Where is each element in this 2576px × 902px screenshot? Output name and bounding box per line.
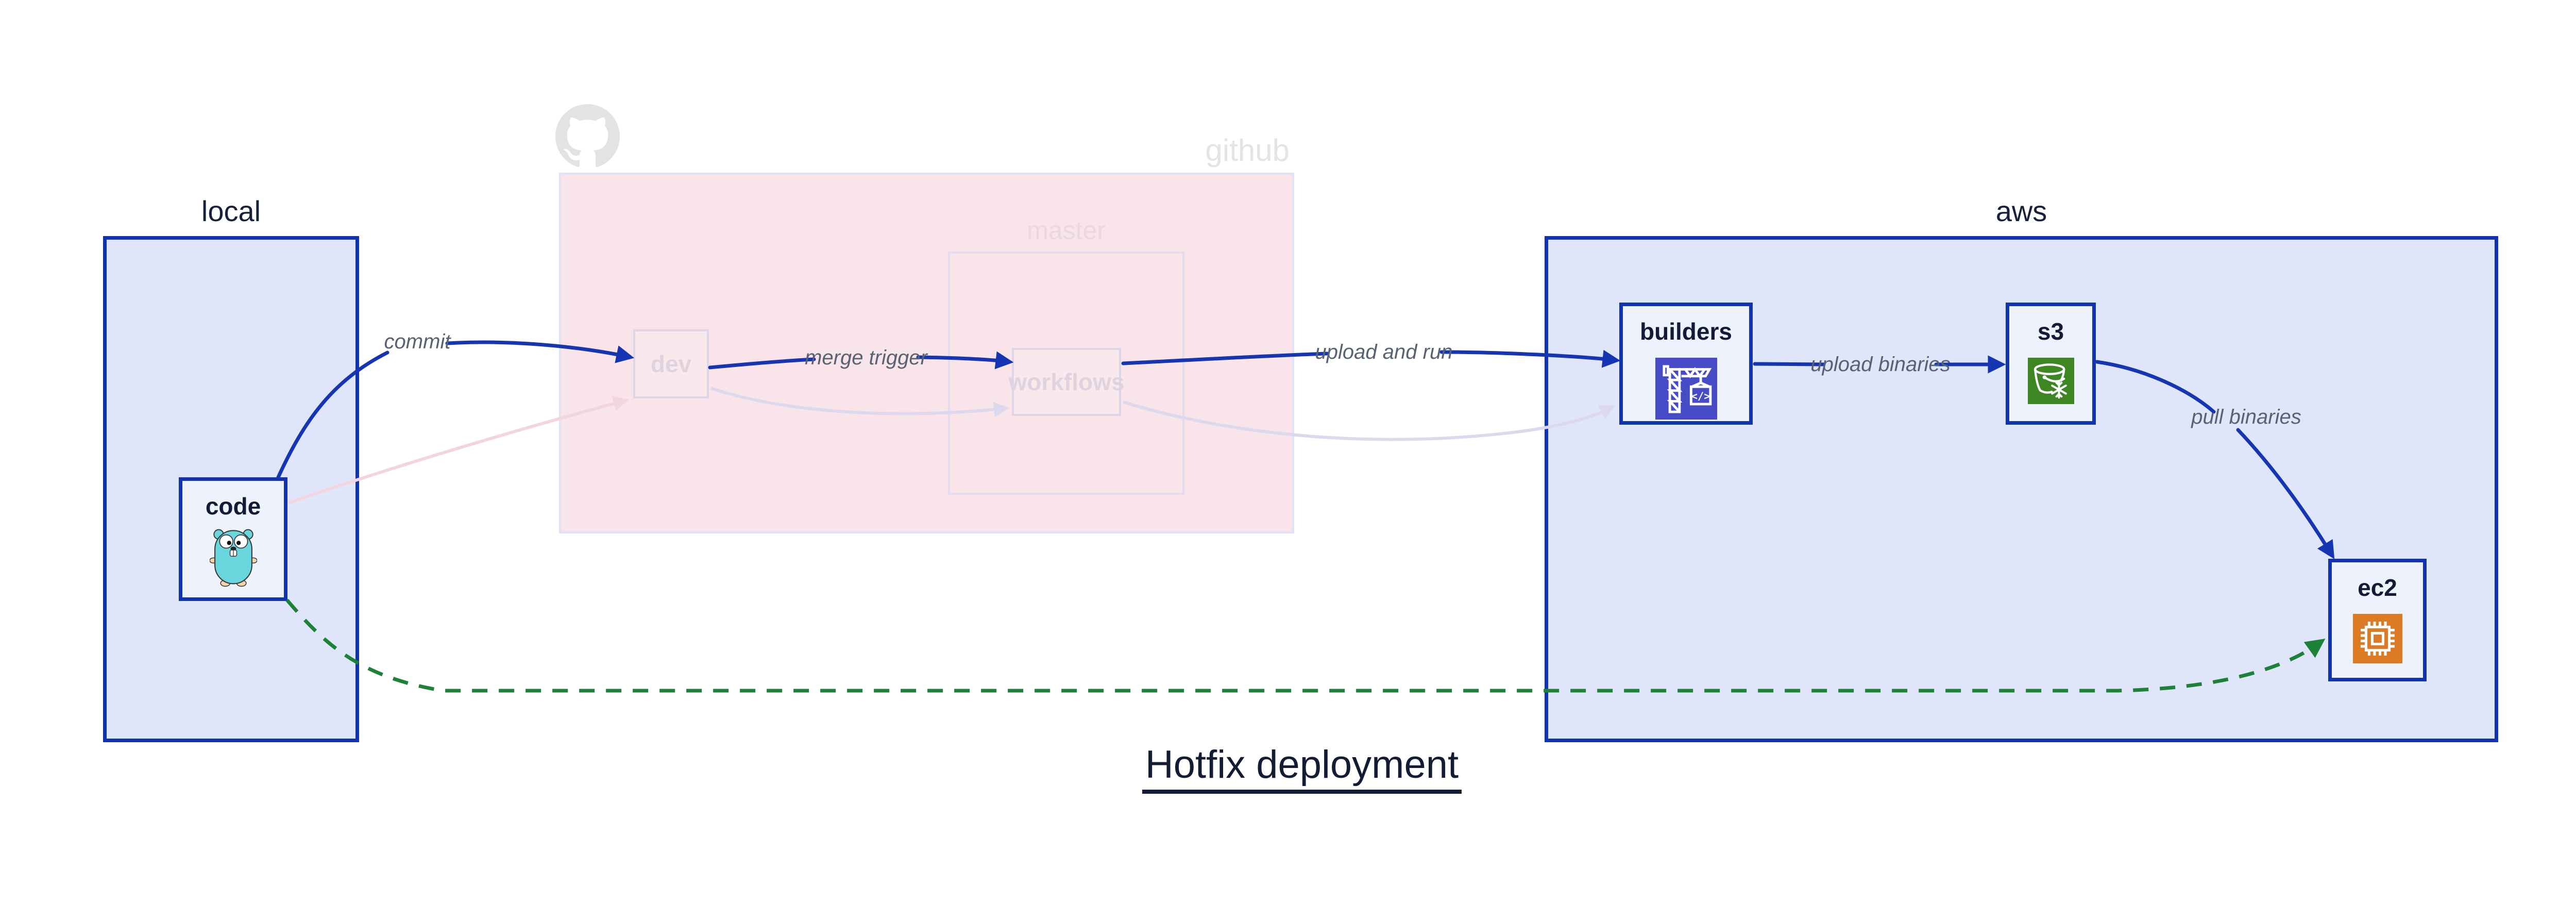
- s3-glacier-bucket-icon: [2027, 358, 2074, 404]
- ec2-label: ec2: [2358, 574, 2397, 601]
- master-container-label: master: [1027, 216, 1106, 245]
- local-container-label: local: [201, 195, 261, 227]
- codebuild-crane-icon: </>: [1655, 358, 1717, 420]
- node-dev: dev: [633, 329, 709, 398]
- merge-trigger-edge-label: merge trigger: [805, 346, 927, 369]
- github-container-label: github: [1205, 133, 1290, 168]
- ec2-chip-icon: [2352, 614, 2402, 663]
- commit-edge-label: commit: [384, 330, 451, 353]
- upload-and-run-edge-label: upload and run: [1315, 341, 1453, 363]
- node-ec2: ec2: [2328, 559, 2427, 681]
- master-container: [948, 252, 1184, 495]
- node-code: code: [179, 477, 287, 601]
- github-octocat-icon: [555, 104, 620, 167]
- diagram-title: Hotfix deployment: [1142, 743, 1462, 794]
- dev-label: dev: [650, 350, 692, 377]
- code-label: code: [205, 493, 261, 520]
- diagram-title-wrap: Hotfix deployment: [0, 743, 2576, 794]
- workflows-label: workflows: [1008, 369, 1125, 395]
- go-gopher-icon: [209, 529, 257, 587]
- svg-text:</>: </>: [1691, 390, 1710, 403]
- builders-label: builders: [1640, 318, 1732, 345]
- node-workflows: workflows: [1009, 348, 1124, 416]
- node-builders: builders </>: [1619, 303, 1753, 425]
- aws-container-label: aws: [1995, 195, 2047, 227]
- pull-binaries-edge-label: pull binaries: [2191, 406, 2301, 428]
- node-s3: s3: [2006, 303, 2096, 425]
- s3-label: s3: [2037, 318, 2064, 345]
- upload-binaries-edge-label: upload binaries: [1810, 353, 1951, 376]
